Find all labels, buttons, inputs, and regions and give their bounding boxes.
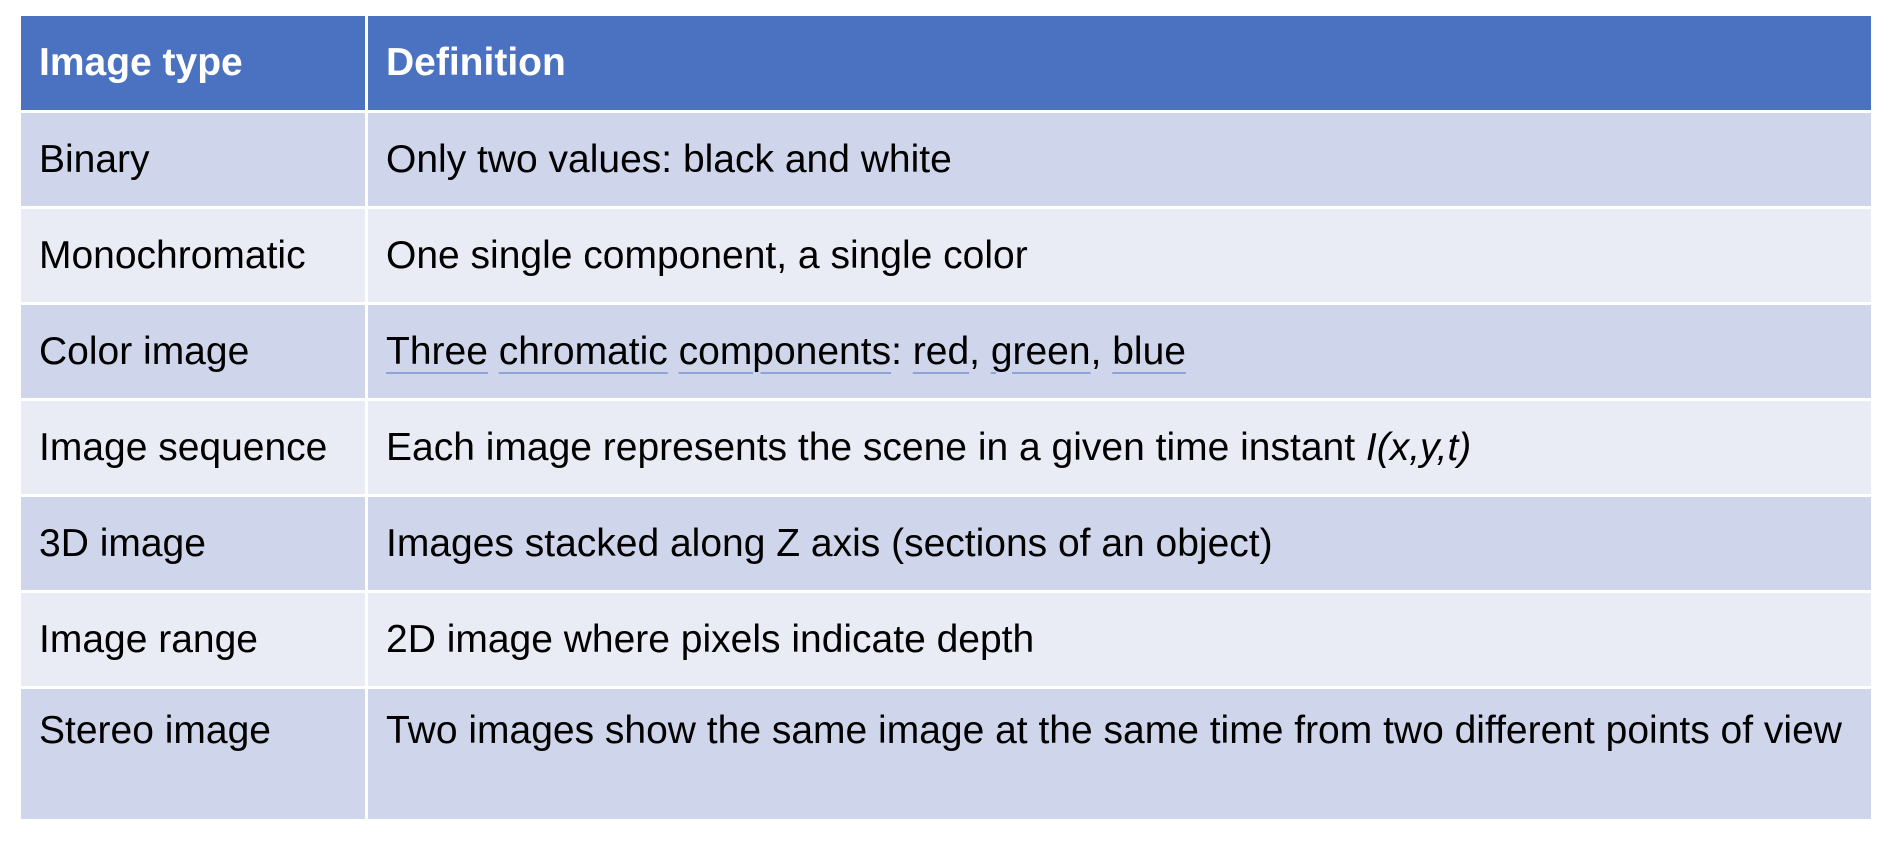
definition-sep xyxy=(488,330,499,373)
definition-word: components xyxy=(678,329,892,373)
row-definition-binary: Only two values: black and white xyxy=(386,137,952,181)
table-row: Monochromatic One single component, a si… xyxy=(21,209,1871,305)
row-definition-color-image: Three chromatic components: red, green, … xyxy=(368,305,1871,398)
definition-sep: , xyxy=(1090,329,1113,373)
row-type-monochromatic: Monochromatic xyxy=(21,209,368,302)
table-row: 3D image Images stacked along Z axis (se… xyxy=(21,497,1871,593)
definition-sep xyxy=(668,330,679,373)
definition-sep: , xyxy=(969,329,991,373)
row-type-image-range: Image range xyxy=(21,593,368,686)
row-type-3d-image: 3D image xyxy=(21,497,368,590)
row-definition-monochromatic: One single component, a single color xyxy=(386,233,1028,277)
row-type-color-image: Color image xyxy=(21,305,368,398)
table-row: Stereo image Two images show the same im… xyxy=(21,689,1871,822)
definition-formula: I(x,y,t) xyxy=(1365,425,1472,469)
definition-word: chromatic xyxy=(498,329,668,373)
table-row: Image sequence Each image represents the… xyxy=(21,401,1871,497)
row-definition-image-sequence: Each image represents the scene in a giv… xyxy=(368,401,1871,494)
row-definition-3d-image: Images stacked along Z axis (sections of… xyxy=(386,521,1273,565)
row-definition-stereo-image: Two images show the same image at the sa… xyxy=(386,709,1842,752)
header-definition: Definition xyxy=(386,41,566,84)
header-image-type: Image type xyxy=(21,16,368,110)
row-definition-image-range: 2D image where pixels indicate depth xyxy=(386,617,1035,661)
row-type-stereo-image: Stereo image xyxy=(21,689,368,819)
definition-word: blue xyxy=(1112,329,1186,373)
image-types-table: Image type Definition Binary Only two va… xyxy=(21,16,1871,822)
definition-sep: : xyxy=(891,329,913,373)
table-header-row: Image type Definition xyxy=(21,16,1871,113)
definition-word: Three xyxy=(386,329,488,373)
row-type-binary: Binary xyxy=(21,113,368,206)
table-row: Binary Only two values: black and white xyxy=(21,113,1871,209)
definition-word: red xyxy=(912,329,970,373)
definition-word: green xyxy=(990,329,1091,373)
table-row: Color image Three chromatic components: … xyxy=(21,305,1871,401)
row-type-image-sequence: Image sequence xyxy=(21,401,368,494)
table-row: Image range 2D image where pixels indica… xyxy=(21,593,1871,689)
definition-text: Each image represents the scene in a giv… xyxy=(386,425,1366,469)
